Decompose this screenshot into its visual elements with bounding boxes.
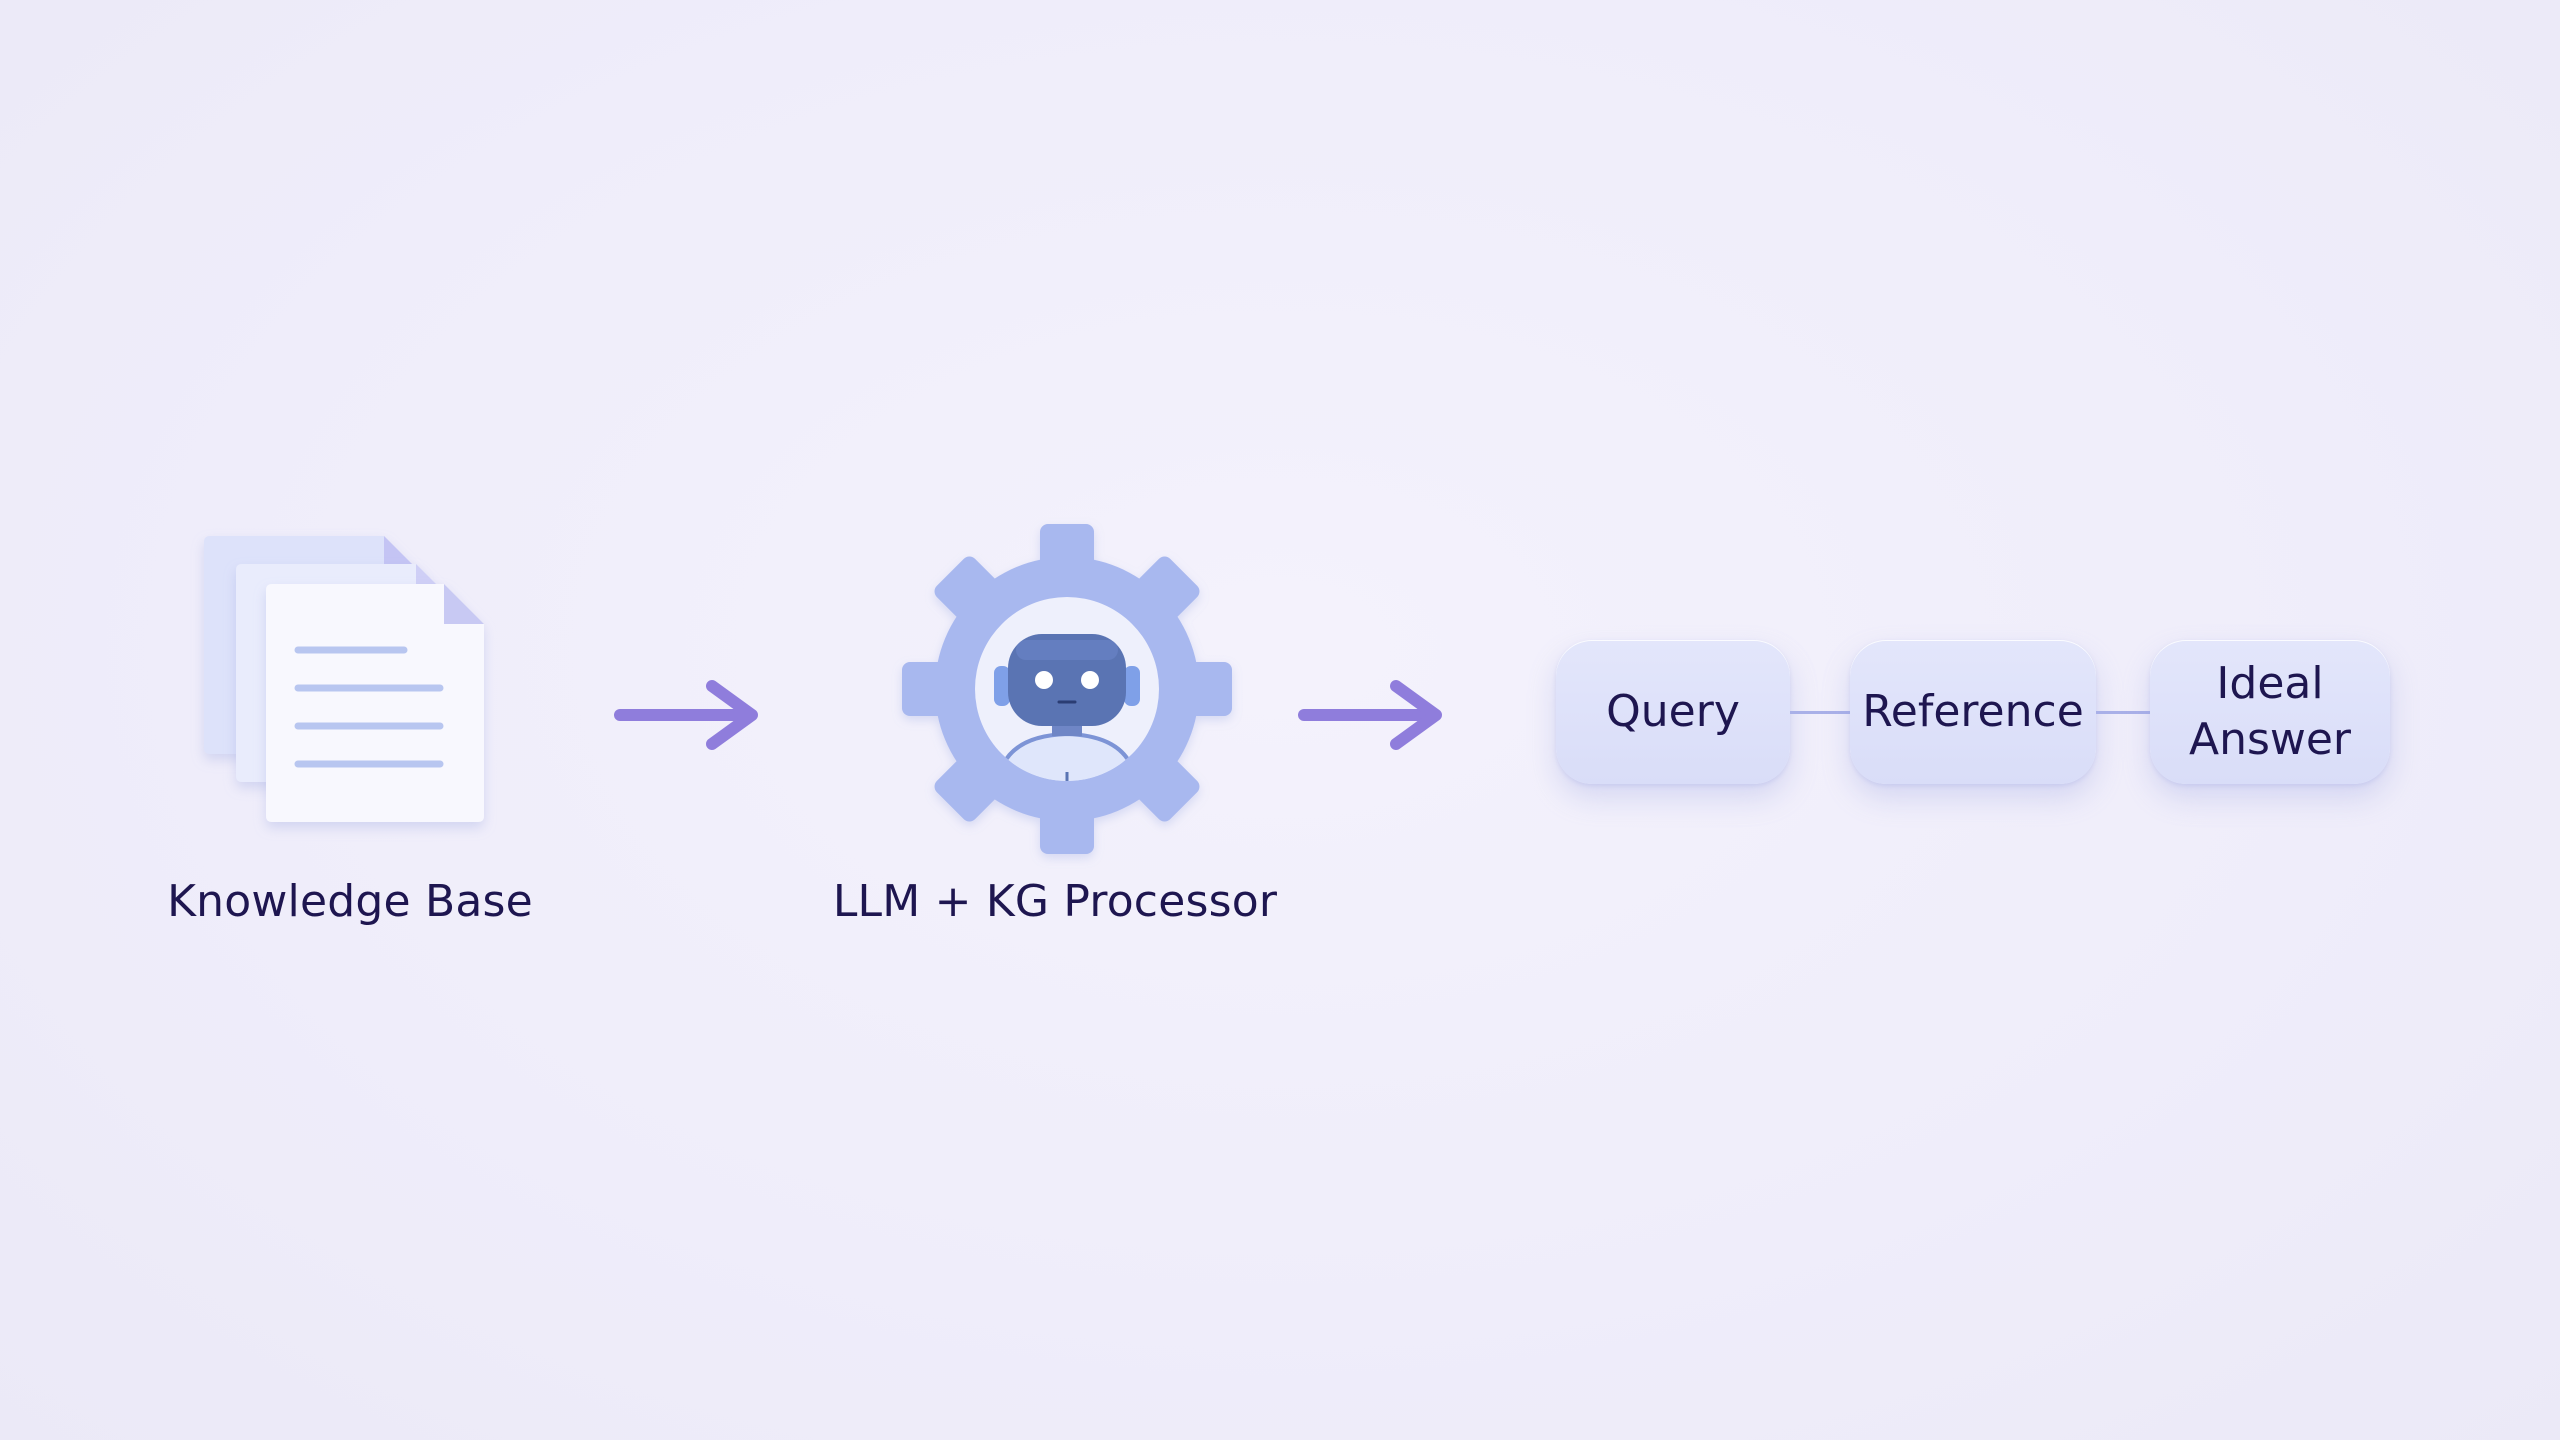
connector-line [1790, 711, 1850, 714]
arrow-right-icon [614, 680, 758, 750]
arrow-right-icon [1298, 680, 1442, 750]
ideal-answer-text: Ideal Answer [2189, 656, 2351, 768]
documents-icon [204, 536, 484, 822]
connector-line [2096, 711, 2150, 714]
query-label: Query [1606, 686, 1740, 737]
robot-gear-icon [902, 524, 1232, 854]
document-lines [294, 646, 444, 768]
ideal-answer-line2: Answer [2188, 714, 2352, 765]
query-node: Query [1556, 640, 1790, 784]
processor-label: LLM + KG Processor [832, 876, 1278, 927]
ideal-answer-line1: Ideal [2216, 658, 2324, 709]
ideal-answer-node: Ideal Answer [2150, 640, 2390, 784]
reference-node: Reference [1850, 640, 2096, 784]
reference-label: Reference [1862, 686, 2084, 737]
knowledge-base-label: Knowledge Base [167, 876, 533, 927]
